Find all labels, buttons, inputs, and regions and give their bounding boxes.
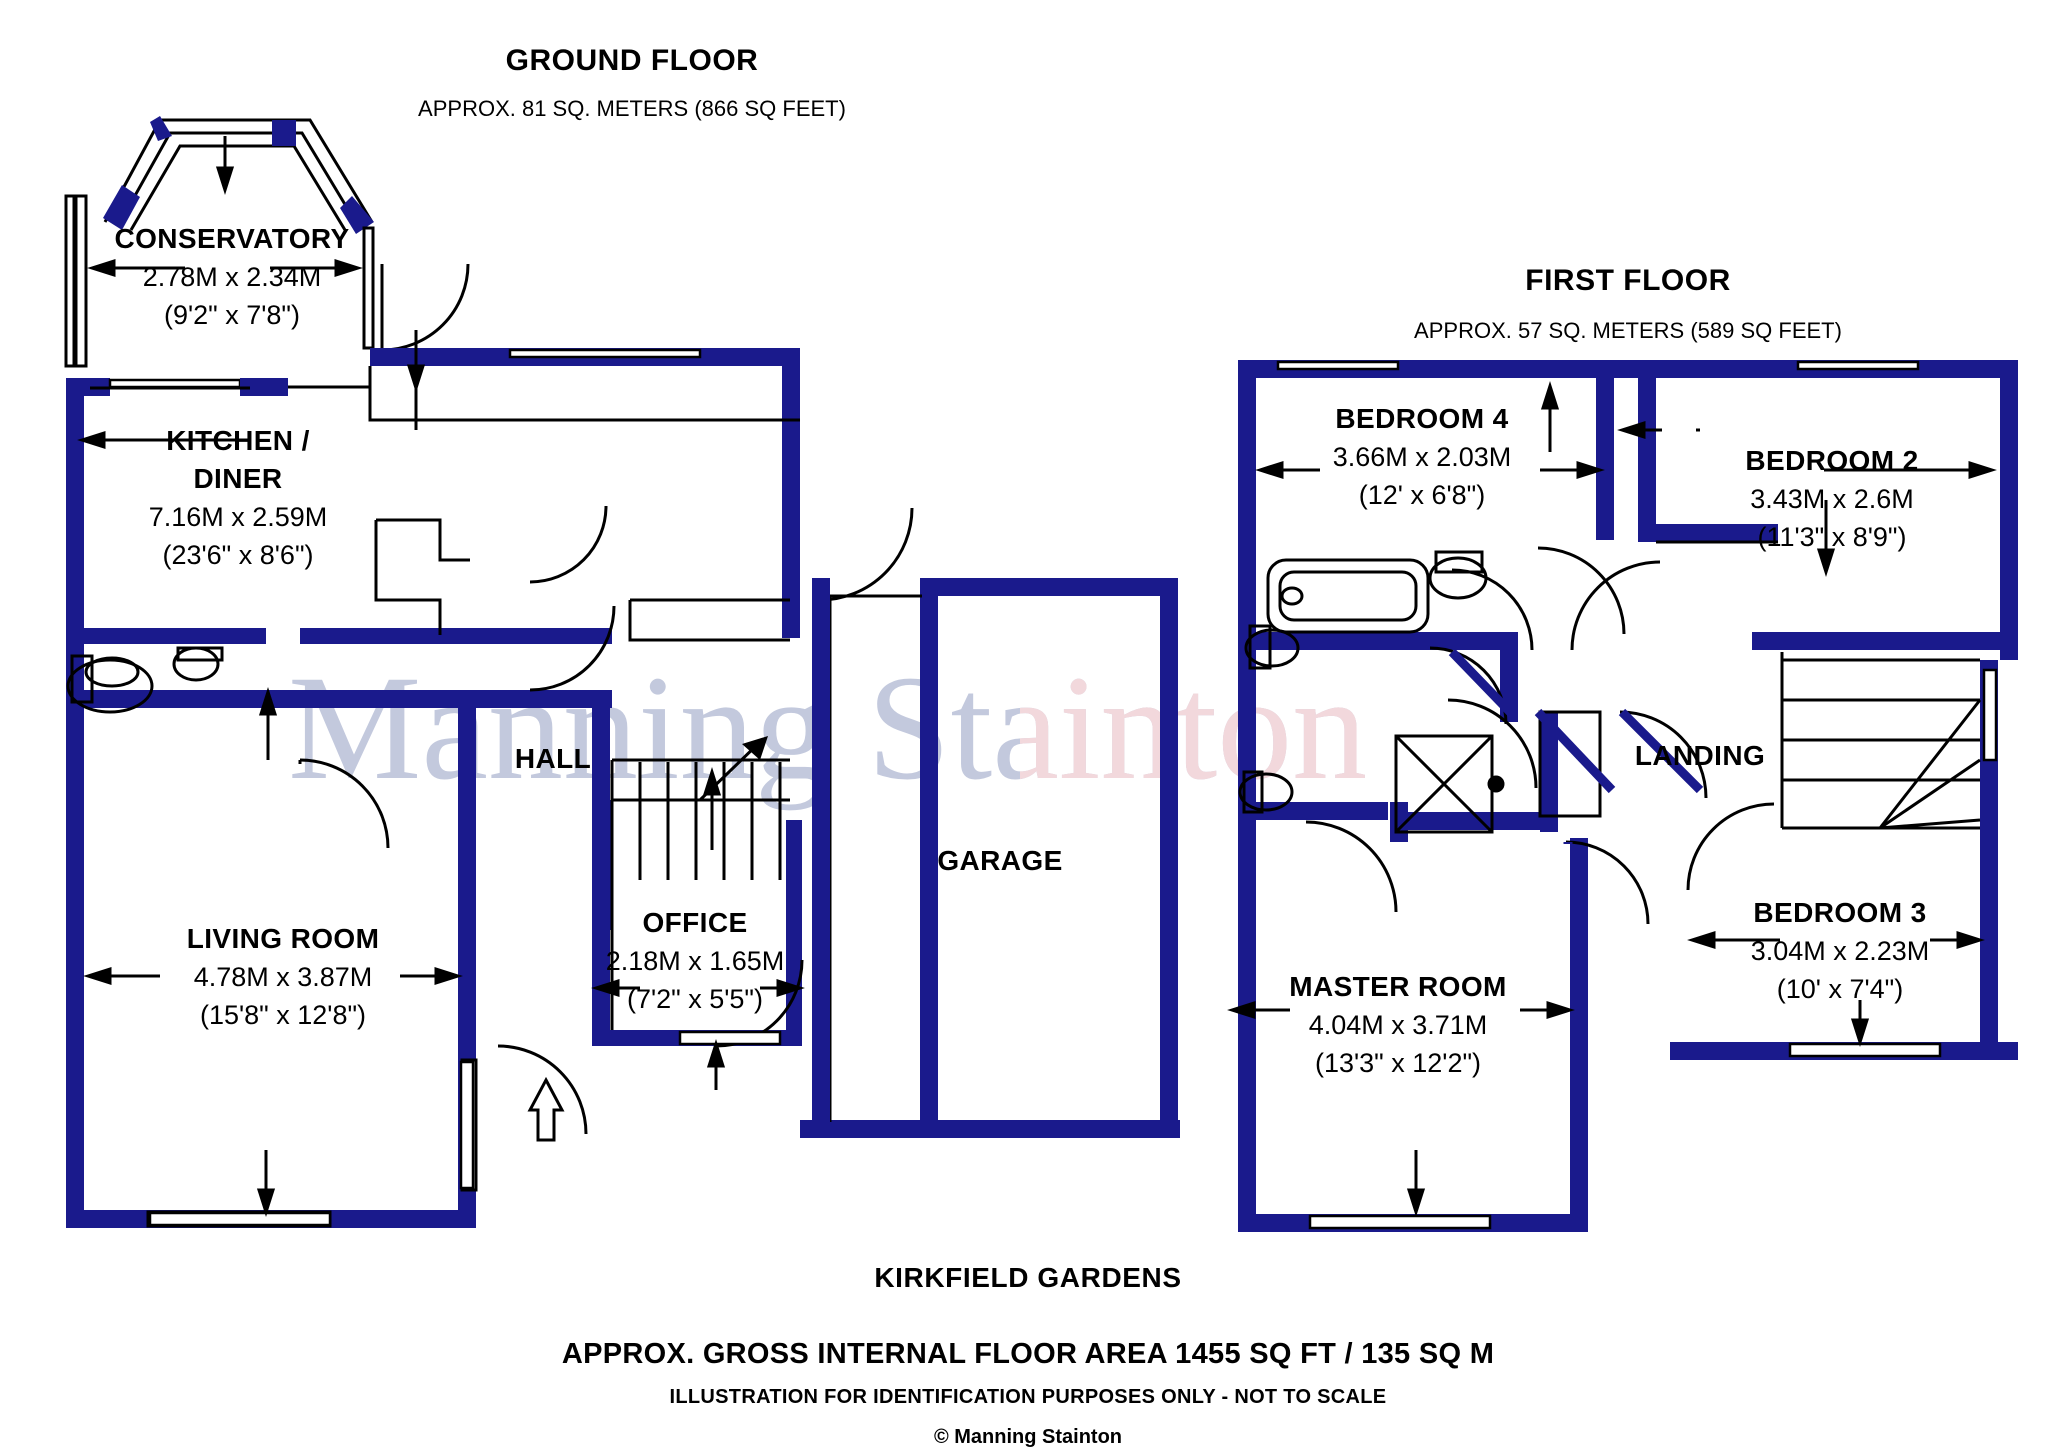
room-label-bedroom-3: BEDROOM 3 [1753, 897, 1926, 928]
first-room-labels: BEDROOM 4 3.66M x 2.03M (12' x 6'8") BED… [1289, 403, 1929, 1078]
first-floor-plan: BEDROOM 4 3.66M x 2.03M (12' x 6'8") BED… [1227, 360, 2018, 1232]
footer-copyright: © Manning Stainton [934, 1426, 1122, 1448]
garage-left-wall [812, 578, 830, 1138]
room-label-master-room: MASTER ROOM [1289, 971, 1507, 1002]
ground-floor-title: GROUND FLOOR [506, 44, 759, 77]
room-dim-living-room-imperial: (15'8" x 12'8") [200, 1000, 366, 1030]
watermark-text-right: Manning Stainton [288, 645, 1367, 811]
room-dim-master-room-metric: 4.04M x 3.71M [1309, 1010, 1488, 1040]
ground-dimension-arrows [77, 330, 805, 1217]
room-label-hall: HALL [515, 743, 591, 774]
ground-outer-walls [66, 348, 802, 1228]
front-door-entry-arrow [527, 1076, 565, 1142]
room-dim-master-room-imperial: (13'3" x 12'2") [1315, 1048, 1481, 1078]
room-label-bedroom-4: BEDROOM 4 [1335, 403, 1508, 434]
room-dim-office-metric: 2.18M x 1.65M [606, 946, 785, 976]
room-dim-bedroom-4-imperial: (12' x 6'8") [1359, 480, 1485, 510]
room-label-living-room: LIVING ROOM [187, 923, 380, 954]
room-dim-conservatory-imperial: (9'2" x 7'8") [164, 300, 300, 330]
room-dim-conservatory-metric: 2.78M x 2.34M [143, 262, 322, 292]
watermark-overlay: Manning Stainton [288, 645, 1367, 811]
room-label-kitchen-line1: KITCHEN / [166, 425, 310, 456]
room-label-kitchen-line2: DINER [193, 463, 282, 494]
first-dimension-arrows [1227, 381, 1997, 1217]
footer-street-name: KIRKFIELD GARDENS [874, 1262, 1181, 1293]
ground-room-labels: CONSERVATORY 2.78M x 2.34M (9'2" x 7'8")… [114, 223, 1062, 1030]
room-dim-bedroom-2-imperial: (11'3" x 8'9") [1757, 522, 1906, 552]
first-door-leaves [1448, 648, 1704, 844]
ground-floor-plan: CONSERVATORY 2.78M x 2.34M (9'2" x 7'8")… [64, 116, 1180, 1228]
first-interior-lines [1238, 540, 1982, 925]
room-dim-kitchen-metric: 7.16M x 2.59M [149, 502, 328, 532]
room-label-bedroom-2: BEDROOM 2 [1745, 445, 1918, 476]
first-floor-title: FIRST FLOOR [1525, 264, 1730, 297]
room-dim-bedroom-2-metric: 3.43M x 2.6M [1750, 484, 1914, 514]
footer-gross-area: APPROX. GROSS INTERNAL FLOOR AREA 1455 S… [562, 1338, 1494, 1370]
garage-structure [800, 578, 1180, 1138]
room-dim-bedroom-3-imperial: (10' x 7'4") [1777, 974, 1903, 1004]
first-outer-walls [1238, 360, 2018, 1232]
first-floor-area: APPROX. 57 SQ. METERS (589 SQ FEET) [1414, 318, 1842, 343]
footer-disclaimer: ILLUSTRATION FOR IDENTIFICATION PURPOSES… [670, 1386, 1387, 1408]
ground-floor-area: APPROX. 81 SQ. METERS (866 SQ FEET) [418, 96, 846, 121]
first-floor-header: FIRST FLOOR APPROX. 57 SQ. METERS (589 S… [1414, 264, 1842, 343]
ground-floor-header: GROUND FLOOR APPROX. 81 SQ. METERS (866 … [418, 44, 846, 121]
room-label-landing: LANDING [1635, 740, 1765, 771]
room-dim-kitchen-imperial: (23'6" x 8'6") [162, 540, 313, 570]
ground-windows [148, 1030, 782, 1227]
room-label-office: OFFICE [642, 907, 747, 938]
conservatory-dimension-arrows [87, 136, 363, 278]
room-dim-bedroom-3-metric: 3.04M x 2.23M [1751, 936, 1930, 966]
footer-block: KIRKFIELD GARDENS APPROX. GROSS INTERNAL… [562, 1262, 1494, 1448]
room-dim-bedroom-4-metric: 3.66M x 2.03M [1333, 442, 1512, 472]
room-label-garage: GARAGE [937, 845, 1062, 876]
room-dim-office-imperial: (7'2" x 5'5") [627, 984, 763, 1014]
room-label-conservatory: CONSERVATORY [114, 223, 349, 254]
room-dim-living-room-metric: 4.78M x 3.87M [194, 962, 373, 992]
conservatory-structure [64, 116, 470, 368]
